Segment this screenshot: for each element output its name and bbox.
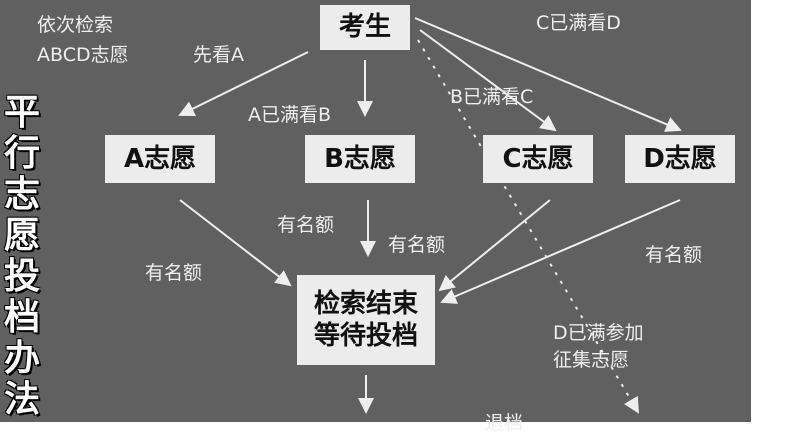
arrow-to-a — [178, 51, 309, 116]
label-quota-b2: 有名额 — [388, 234, 446, 256]
node-c: C志愿 — [483, 135, 593, 183]
arrow-c-end — [438, 199, 551, 292]
node-student: 考生 — [320, 5, 410, 50]
node-end-line2: 等待投档 — [313, 321, 418, 351]
arrows — [178, 17, 682, 414]
label-quota-d: 有名额 — [645, 244, 703, 266]
node-b: B志愿 — [305, 135, 415, 183]
arrow-a-end — [179, 199, 292, 287]
node-end: 检索结束 等待投档 — [297, 275, 435, 365]
note-line1: 依次检索 — [37, 14, 114, 36]
label-a-full: A已满看B — [248, 104, 332, 126]
label-d-full-line2: 征集志愿 — [553, 349, 630, 371]
label-d-full-line1: D已满参加 — [553, 322, 644, 344]
node-d: D志愿 — [625, 135, 735, 183]
node-end-line1: 检索结束 — [313, 288, 418, 319]
arrow-d-end — [440, 199, 681, 304]
label-c-full: C已满看D — [536, 12, 621, 34]
label-quota-b1: 有名额 — [277, 214, 335, 236]
label-first-a: 先看A — [193, 44, 244, 66]
node-a: A志愿 — [105, 135, 215, 183]
label-b-full: B已满看C — [450, 86, 534, 108]
arrow-to-c — [419, 29, 557, 132]
arrow-to-d — [414, 17, 682, 132]
arrow-d-full — [417, 39, 640, 414]
vertical-title: 平行志愿投档办法 — [4, 91, 41, 420]
label-quota-a: 有名额 — [145, 262, 203, 284]
note-line2: ABCD志愿 — [37, 44, 129, 66]
